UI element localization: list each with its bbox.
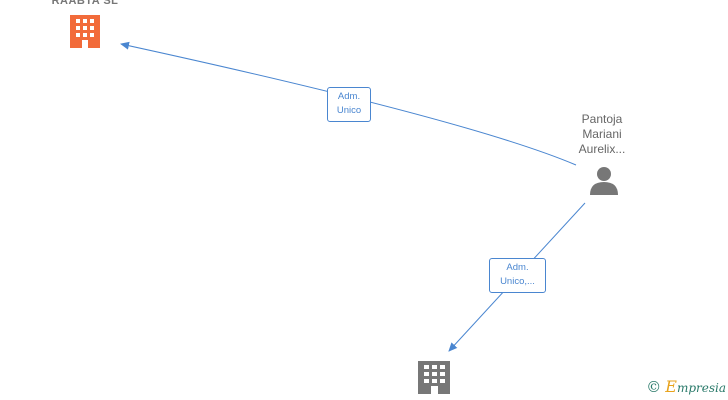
edge-label-line: Adm. xyxy=(506,262,529,273)
brand-footer: © Empresia xyxy=(646,377,726,396)
person-name-label[interactable]: Pantoja Mariani Aurelix... xyxy=(562,112,642,157)
edge-label-line: Unico xyxy=(336,105,362,116)
edge-label-line: Adm. xyxy=(337,91,361,102)
person-name-line: Pantoja xyxy=(581,112,623,126)
building-icon[interactable] xyxy=(70,15,100,48)
person-icon[interactable] xyxy=(590,167,618,195)
copyright-icon: © xyxy=(646,377,662,396)
edge-label-adm-unico-bottom[interactable]: Adm. Unico,... xyxy=(489,258,546,293)
brand-logo: Empresia xyxy=(665,377,726,396)
edge-label-adm-unico-top[interactable]: Adm. Unico xyxy=(327,87,371,122)
company-top-label[interactable]: RAABTA SL xyxy=(51,0,119,7)
person-name-line: Mariani xyxy=(582,127,622,141)
edge-person-to-company-top[interactable] xyxy=(120,41,577,166)
person-name-line: Aurelix... xyxy=(578,142,626,156)
edge-label-line: Unico,... xyxy=(500,276,535,287)
building-icon[interactable] xyxy=(418,361,450,394)
